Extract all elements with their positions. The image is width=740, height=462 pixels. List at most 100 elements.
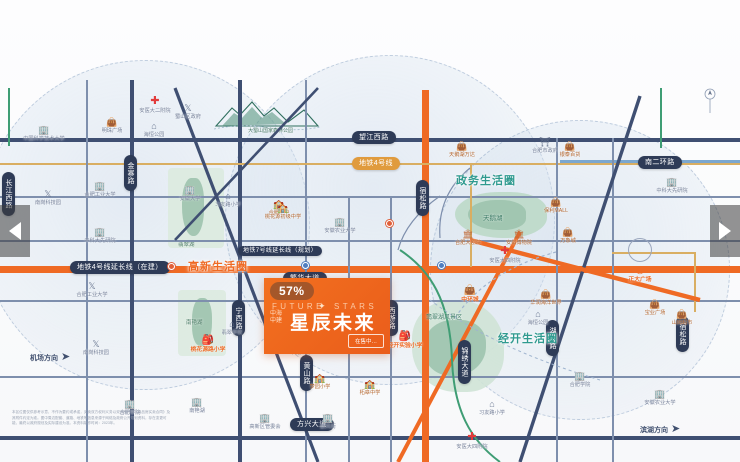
poi-zhegao-middle[interactable]: 🏫 柘皋中学 [359, 379, 381, 397]
school-icon: 🎒 [398, 331, 412, 342]
school-icon: ⌂ [225, 191, 231, 201]
poi-taohuayuan-primary[interactable]: 🎒 桃花源路小学 [190, 335, 226, 354]
direction-airport-label: 机场方向 [30, 354, 58, 362]
park-shape-left-core [192, 298, 212, 346]
project-cta-button[interactable]: 在售中… [348, 334, 385, 348]
poi-zhonghuan-cheng[interactable]: 👜 中环城 [461, 285, 479, 304]
poi-haiheng-park[interactable]: ⌂ 海恒公园 [143, 121, 165, 139]
road-green-v [660, 88, 662, 148]
road-orange-v-main [422, 90, 429, 462]
road-green-v2 [8, 88, 10, 146]
poi-hfut[interactable]: 🏢 合肥工业大学 [84, 181, 116, 199]
road-pill-extra-1: 宿松路 [676, 316, 689, 353]
poi-shushan-district-gov[interactable]: 𝕏 蜀山区政府 [175, 103, 201, 121]
road-ningxi-lu [238, 80, 242, 462]
school-icon: 🎒 [201, 335, 215, 346]
project-highlight-block[interactable] [264, 278, 390, 354]
poi-mixc[interactable]: 👜 万象城 [560, 227, 576, 245]
star-burst-icon: ✦ [318, 301, 326, 311]
direction-airport: 机场方向 ➤ [30, 352, 70, 363]
street-icon: 🏢 [322, 413, 334, 423]
school-icon: 🏫 [277, 203, 289, 213]
poi-hefei-government[interactable]: ⛩ 合肥市政府 [532, 137, 558, 155]
poi-misc-4[interactable]: ⌂ 习友路小学 [479, 399, 505, 417]
road-fangxing-dadao [0, 436, 740, 440]
poi-nanyan-lake[interactable]: 🏢 南艳湖 [189, 397, 205, 415]
ferris-icon: ◉ [635, 265, 645, 276]
museum-icon: 🏛 [513, 229, 525, 239]
poi-oufeng-street[interactable]: 🏢 欧风街 [320, 413, 336, 431]
poi-huarun-ocean[interactable]: 👜 华润海洋世界 [530, 289, 562, 307]
school-icon: 🏫 [364, 379, 376, 389]
poi-yintai[interactable]: 👜 银泰百货 [559, 141, 581, 159]
next-image-button[interactable] [710, 205, 740, 257]
direction-binhu-label: 滨湖方向 [640, 426, 668, 434]
government-icon: 🏢 [259, 413, 271, 423]
poi-taohuayuan-middle[interactable]: 🏫 桃花源初级中学 [264, 203, 302, 221]
prev-image-button[interactable] [0, 205, 30, 257]
campus-icon: 𝕏 [88, 281, 96, 291]
poi-misc-3[interactable]: 🏢 合肥学院 [569, 371, 591, 389]
campus-icon: 🏢 [38, 125, 50, 135]
poi-sams-club[interactable]: 👜 山姆超市 [671, 309, 693, 327]
park-label-b: 南艳湖 [186, 320, 203, 326]
park-shape-tianehu-core [468, 200, 526, 230]
metro-station-dot-3 [438, 262, 445, 269]
road-pill-huangshan-lu: 黄山路 [300, 355, 313, 392]
road-fanhua-dadao [0, 266, 740, 273]
poi-misc-1[interactable]: 🏢 中科大先研院 [656, 177, 688, 195]
metro-station-dot-1 [168, 263, 175, 270]
poi-hefei-no1-middle[interactable]: 🏫 合肥一中 [268, 199, 290, 217]
park-label-mountain: 大蜀山国家森林公园 [248, 128, 294, 134]
life-circle-label-jingkai: 经开生活圈 [498, 333, 558, 345]
direction-binhu: 滨湖方向 ➤ [640, 424, 680, 435]
mall-icon: 👜 [676, 309, 688, 319]
road-minor-h2 [0, 240, 740, 242]
poi-ustc[interactable]: 🏢 中国科学技术大学 [23, 125, 65, 143]
poi-anhui-agri-university[interactable]: 🏢 安徽农业大学 [324, 217, 356, 235]
hospital-icon: ✚ [467, 431, 477, 443]
mall-icon: 👜 [463, 285, 477, 296]
poi-anyi-second-hospital[interactable]: ✚ 安医大二附院 [139, 95, 171, 115]
poi-tianehu-wanda[interactable]: 👜 天鹅湖万达 [449, 141, 475, 159]
poi-mengyuan-primary[interactable]: 🏫 梦园小学 [309, 373, 331, 391]
poi-misc-7[interactable]: 𝕏 合肥工业大学 [76, 281, 108, 299]
poi-misc-2[interactable]: 🏢 安徽农业大学 [644, 389, 676, 407]
mall-icon: 👜 [649, 299, 661, 309]
poi-mingzhu-plaza[interactable]: 👜 明珠广场 [101, 117, 123, 135]
poi-gaoxin-admin[interactable]: 🏢 高新区管委会 [249, 413, 281, 431]
poi-hospital-3[interactable]: ✚ 安医大四附院 [456, 431, 488, 451]
poi-hefei-university[interactable]: 🏢 合肥学院 [119, 399, 141, 417]
road-minor-h1 [0, 196, 740, 198]
arrow-left-icon: ➤ [61, 351, 71, 363]
poi-zhengda-plaza[interactable]: ◉ 正大广场 [628, 265, 652, 284]
poi-xiyoulu-primary[interactable]: ⌂ 习友路小学 [215, 191, 241, 209]
poi-ustc-advanced[interactable]: 🏢 中科大先研院 [84, 227, 116, 245]
road-minor-h4 [0, 376, 740, 378]
poi-anhui-museum[interactable]: 🏛 安徽博物院 [506, 229, 532, 247]
government-icon: ⛩ [539, 137, 551, 147]
park-shape-daishushan-core [182, 178, 204, 236]
theatre-icon: 🏛 [462, 229, 474, 239]
poi-nangang-tech-park[interactable]: 𝕏 南岗科技园 [83, 339, 109, 357]
poi-anhui-university[interactable]: 🏢 安徽大学 [179, 185, 201, 203]
poi-jingkai-experimental-primary[interactable]: 🎒 经开实验小学 [387, 331, 423, 350]
metro-station-dot-4 [302, 262, 309, 269]
poi-grand-theatre[interactable]: 🏛 合肥大剧院 [455, 229, 481, 247]
road-minor-v6 [612, 138, 614, 462]
poi-poly-mall[interactable]: 👜 保利MALL [544, 197, 568, 215]
road-metro4-seg-v2 [694, 252, 696, 312]
poi-baoye-plaza[interactable]: 👜 宝业广场 [644, 299, 666, 317]
poi-misc-5[interactable]: ⌂ 海恒公园 [527, 309, 549, 327]
poi-misc-6[interactable]: 𝕏 南岗科技园 [35, 189, 61, 207]
road-metro4-seg-h2 [612, 252, 694, 254]
poi-feicui-school[interactable]: ⌂ 翡翠学校 [221, 319, 243, 337]
compass-north-icon [704, 88, 716, 113]
map-disclaimer: 本区位图仅供参考示意，不作为要约或承诺，买卖双方权利义务以双方签订的《商品房买卖… [12, 410, 171, 426]
poi-anyi-fourth-hospital[interactable]: ✚ 安医大四附院 [489, 245, 521, 265]
life-circle-label-zhengwu: 政务生活圈 [456, 175, 516, 187]
hospital-icon: ✚ [150, 95, 160, 107]
road-pill-metro4: 地铁4号线 [352, 157, 400, 170]
